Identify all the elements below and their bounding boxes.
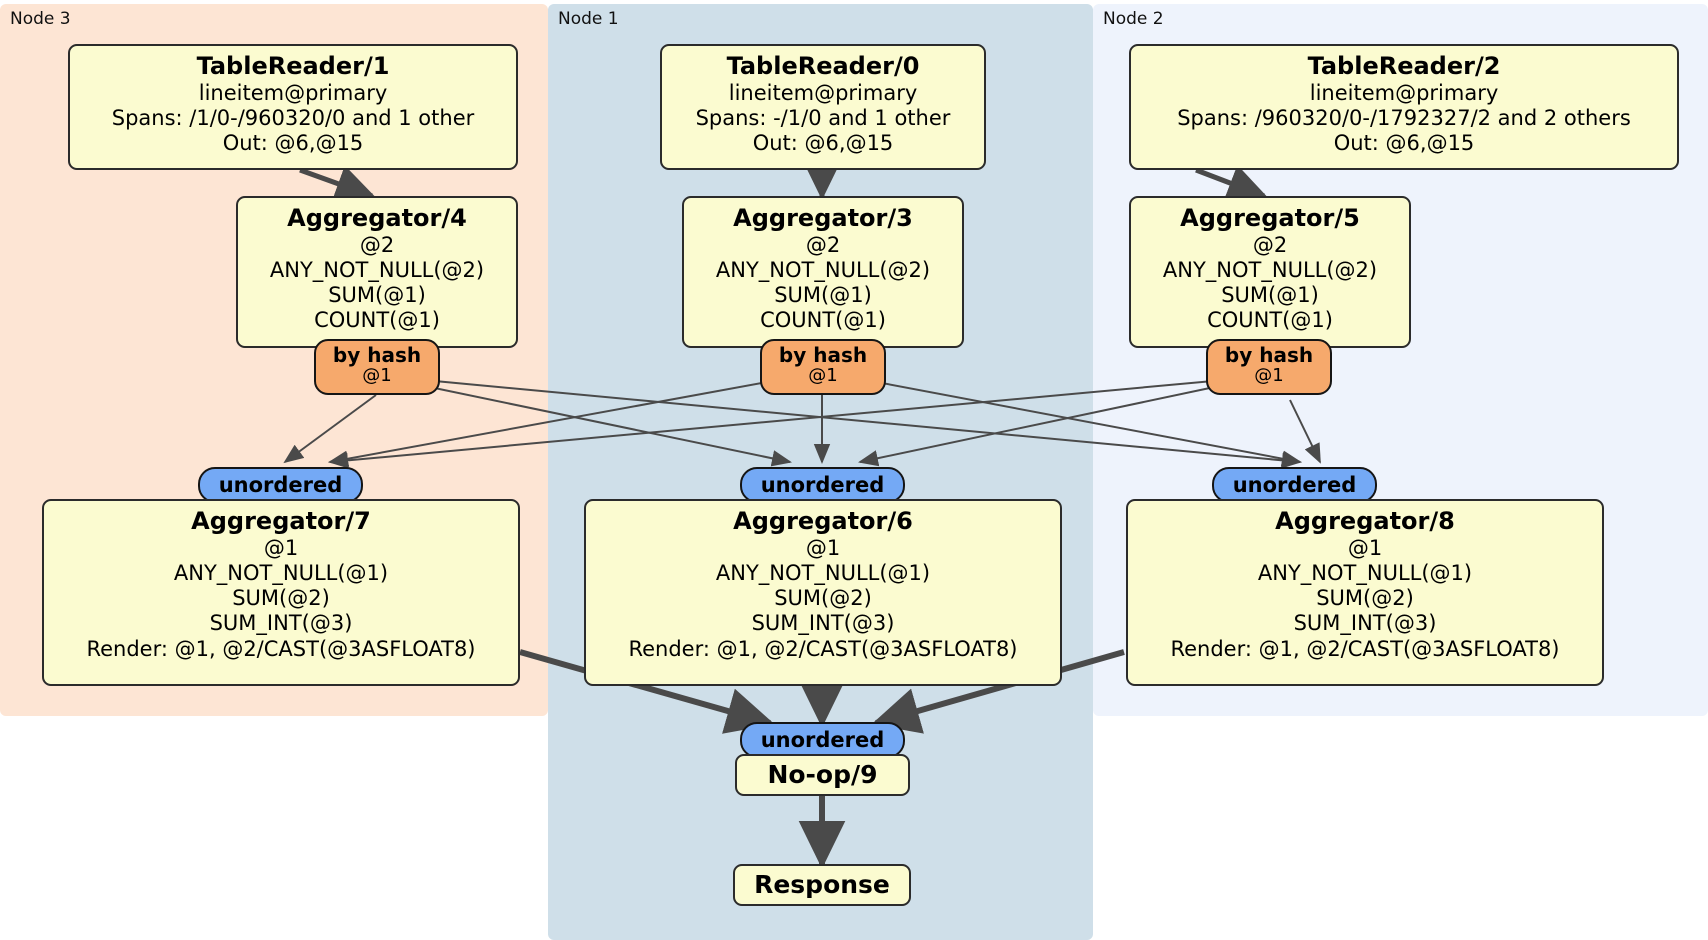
processor-line: Out: @6,@15 <box>1333 131 1475 156</box>
processor-title: Aggregator/6 <box>733 507 913 535</box>
node-panel-label-node-2: Node 2 <box>1103 9 1164 29</box>
router-column-label: @1 <box>1254 365 1284 387</box>
processor-response[interactable]: Response <box>733 864 911 906</box>
processor-line: lineitem@primary <box>728 80 918 105</box>
processor-line: Spans: -/1/0 and 1 other <box>695 105 951 130</box>
processor-line: Render: @1, @2/CAST(@3ASFLOAT8) <box>628 636 1018 661</box>
processor-line: SUM(@2) <box>774 586 872 611</box>
processor-line: ANY_NOT_NULL(@2) <box>269 257 485 282</box>
processor-line: COUNT(@1) <box>760 308 886 333</box>
processor-line: lineitem@primary <box>198 80 388 105</box>
synchronizer-unordered-aggregator-7[interactable]: unordered <box>198 467 363 503</box>
processor-line: ANY_NOT_NULL(@1) <box>173 560 389 585</box>
processor-title: Aggregator/3 <box>733 204 913 232</box>
processor-line: ANY_NOT_NULL(@2) <box>1162 257 1378 282</box>
processor-line: ANY_NOT_NULL(@2) <box>715 257 931 282</box>
synchronizer-unordered-aggregator-8[interactable]: unordered <box>1212 467 1377 503</box>
router-by-hash-aggregator-5[interactable]: by hash @1 <box>1206 339 1332 395</box>
processor-line: SUM_INT(@3) <box>1293 611 1437 636</box>
router-by-hash-aggregator-4[interactable]: by hash @1 <box>314 339 440 395</box>
processor-tablereader-2[interactable]: TableReader/2 lineitem@primary Spans: /9… <box>1129 44 1679 170</box>
processor-line: SUM(@2) <box>232 586 330 611</box>
processor-title: TableReader/1 <box>196 52 390 80</box>
processor-title: TableReader/0 <box>726 52 920 80</box>
processor-line: Render: @1, @2/CAST(@3ASFLOAT8) <box>1170 636 1560 661</box>
router-type-label: by hash <box>1224 343 1314 367</box>
synchronizer-label: unordered <box>760 728 885 752</box>
node-panel-label-node-1: Node 1 <box>558 9 619 29</box>
synchronizer-label: unordered <box>1232 473 1357 497</box>
processor-title: Aggregator/5 <box>1180 204 1360 232</box>
processor-title: Aggregator/7 <box>191 507 371 535</box>
processor-line: ANY_NOT_NULL(@1) <box>715 560 931 585</box>
processor-line: Spans: /960320/0-/1792327/2 and 2 others <box>1177 105 1631 130</box>
processor-line: SUM(@1) <box>774 283 872 308</box>
synchronizer-label: unordered <box>218 473 343 497</box>
synchronizer-unordered-final[interactable]: unordered <box>740 722 905 758</box>
processor-line: @1 <box>263 535 299 560</box>
router-column-label: @1 <box>362 365 392 387</box>
processor-aggregator-5[interactable]: Aggregator/5 @2 ANY_NOT_NULL(@2) SUM(@1)… <box>1129 196 1411 348</box>
processor-line: COUNT(@1) <box>314 308 440 333</box>
processor-line: COUNT(@1) <box>1207 308 1333 333</box>
processor-aggregator-7[interactable]: Aggregator/7 @1 ANY_NOT_NULL(@1) SUM(@2)… <box>42 499 520 686</box>
processor-line: SUM_INT(@3) <box>751 611 895 636</box>
synchronizer-label: unordered <box>760 473 885 497</box>
processor-line: ANY_NOT_NULL(@1) <box>1257 560 1473 585</box>
processor-noop-9[interactable]: No-op/9 <box>735 754 910 796</box>
processor-line: SUM(@2) <box>1316 586 1414 611</box>
processor-title: TableReader/2 <box>1307 52 1501 80</box>
processor-line: Out: @6,@15 <box>222 131 364 156</box>
processor-tablereader-0[interactable]: TableReader/0 lineitem@primary Spans: -/… <box>660 44 986 170</box>
processor-aggregator-3[interactable]: Aggregator/3 @2 ANY_NOT_NULL(@2) SUM(@1)… <box>682 196 964 348</box>
processor-title: Aggregator/8 <box>1275 507 1455 535</box>
processor-line: Spans: /1/0-/960320/0 and 1 other <box>111 105 475 130</box>
processor-title: Aggregator/4 <box>287 204 467 232</box>
processor-line: @1 <box>1347 535 1383 560</box>
processor-line: Out: @6,@15 <box>752 131 894 156</box>
processor-line: Render: @1, @2/CAST(@3ASFLOAT8) <box>86 636 476 661</box>
processor-line: @2 <box>1252 232 1288 257</box>
processor-title: No-op/9 <box>767 760 878 789</box>
processor-aggregator-4[interactable]: Aggregator/4 @2 ANY_NOT_NULL(@2) SUM(@1)… <box>236 196 518 348</box>
processor-line: lineitem@primary <box>1309 80 1499 105</box>
router-type-label: by hash <box>778 343 868 367</box>
processor-line: SUM_INT(@3) <box>209 611 353 636</box>
router-by-hash-aggregator-3[interactable]: by hash @1 <box>760 339 886 395</box>
processor-line: SUM(@1) <box>1221 283 1319 308</box>
processor-line: @2 <box>359 232 395 257</box>
processor-line: SUM(@1) <box>328 283 426 308</box>
processor-title: Response <box>754 870 890 899</box>
processor-aggregator-8[interactable]: Aggregator/8 @1 ANY_NOT_NULL(@1) SUM(@2)… <box>1126 499 1604 686</box>
processor-aggregator-6[interactable]: Aggregator/6 @1 ANY_NOT_NULL(@1) SUM(@2)… <box>584 499 1062 686</box>
processor-line: @1 <box>805 535 841 560</box>
router-type-label: by hash <box>332 343 422 367</box>
node-panel-label-node-3: Node 3 <box>10 9 71 29</box>
synchronizer-unordered-aggregator-6[interactable]: unordered <box>740 467 905 503</box>
processor-tablereader-1[interactable]: TableReader/1 lineitem@primary Spans: /1… <box>68 44 518 170</box>
router-column-label: @1 <box>808 365 838 387</box>
processor-line: @2 <box>805 232 841 257</box>
